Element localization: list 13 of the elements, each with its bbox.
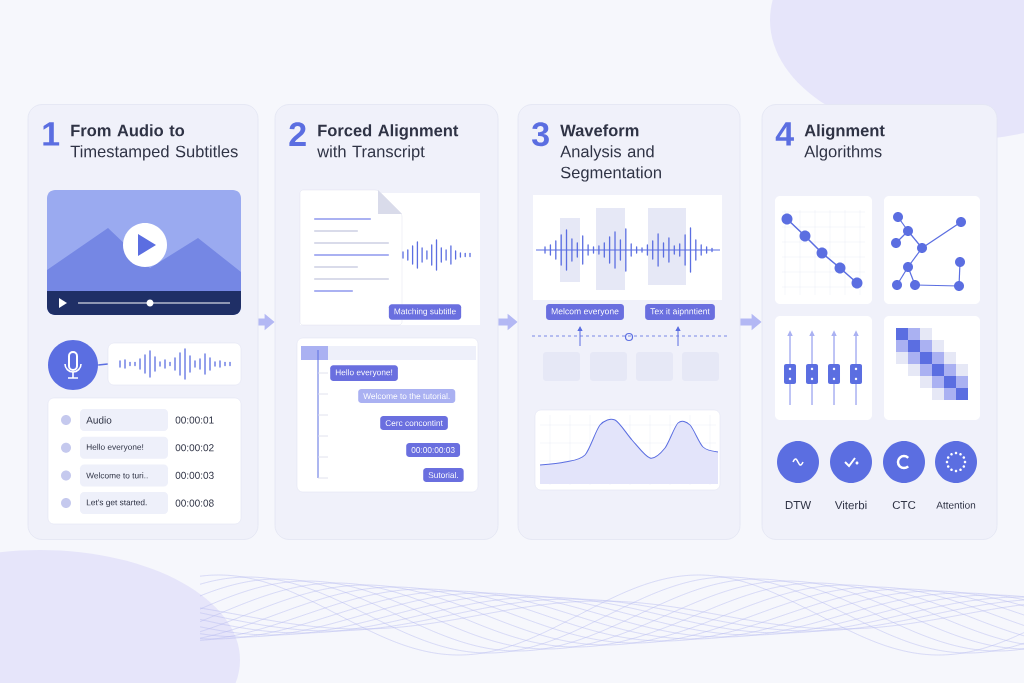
connector-line [97, 363, 109, 366]
subtitle-chip: Melcom everyone [546, 304, 624, 320]
algorithm-label: Viterbi [834, 500, 867, 510]
microphone-icon [48, 340, 98, 390]
subtitle-chip: Matching subtitle [388, 304, 462, 320]
algorithm-label: CTC [892, 500, 916, 510]
subtitle-chip: Hello everyone! [330, 365, 398, 381]
subtitle-table: Audio 00:00:01 Hello everyone! 00:00:02 Welcome to turi.. 00:00:03 Let's get started. 00:00:08 [47, 397, 242, 525]
subtitle-chip: Tex it aipnntient [645, 304, 715, 320]
algorithm-label: DTW [785, 501, 812, 509]
subtitle-chip: 00:00:00:03 [406, 443, 461, 457]
waveform-card [107, 342, 242, 386]
algorithm-label: Attention [936, 501, 976, 509]
